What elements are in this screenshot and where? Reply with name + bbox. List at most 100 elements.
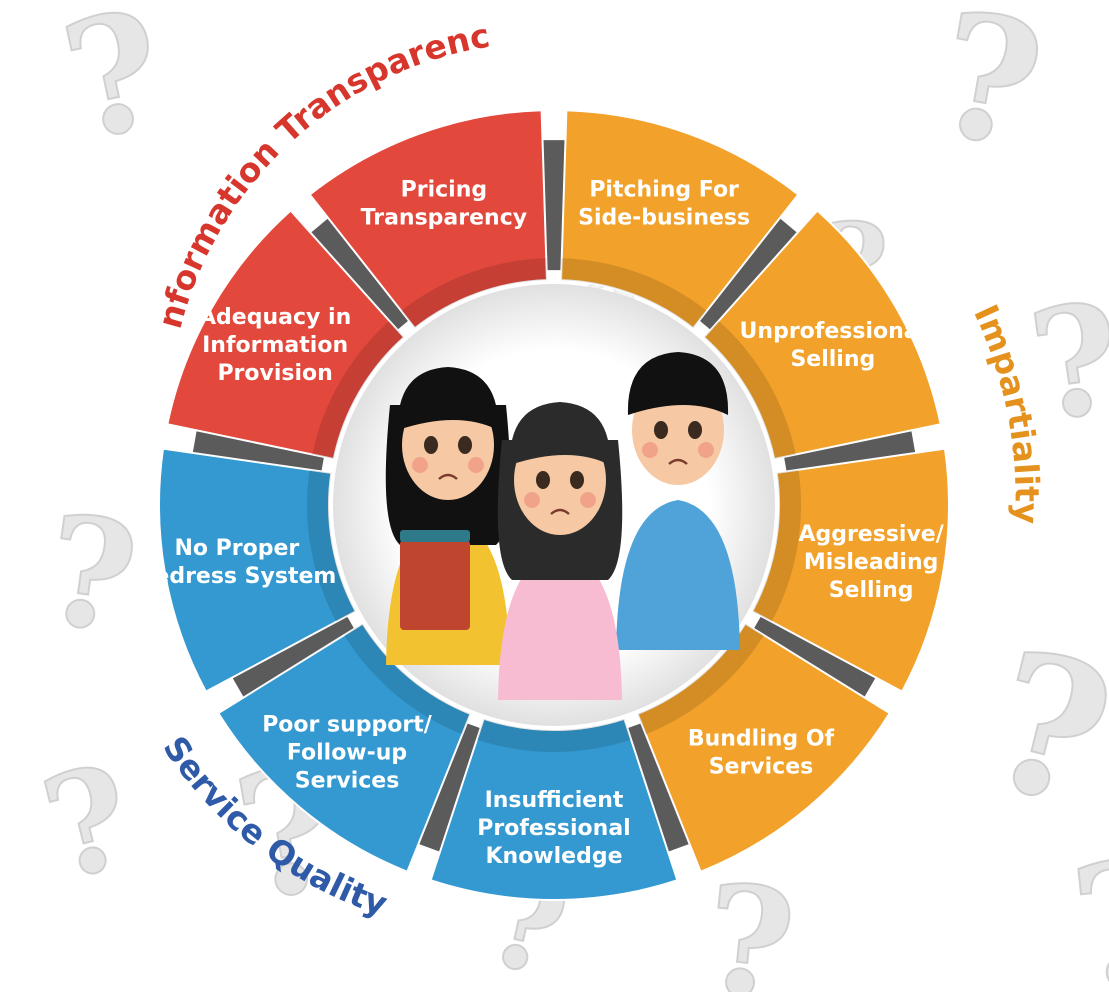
child-hair xyxy=(627,352,729,415)
segment-inner-rim xyxy=(344,623,471,735)
child-boy xyxy=(616,352,740,650)
child-cheek xyxy=(412,457,428,473)
child-cheek xyxy=(580,492,596,508)
child-cheek xyxy=(642,442,658,458)
child-frown xyxy=(550,508,570,515)
wheel-spoke xyxy=(232,616,355,698)
wheel-spoke xyxy=(627,723,690,852)
segment-label-line: Side-business xyxy=(578,205,750,230)
child-eye xyxy=(424,436,438,454)
segment-inner-rim xyxy=(703,320,796,459)
wheel-spoke xyxy=(542,140,566,271)
segment-label-line: Pitching For xyxy=(589,177,739,202)
segment-label-line: Aggressive/ xyxy=(798,522,944,547)
child-hair xyxy=(397,367,499,430)
child-eye xyxy=(458,436,472,454)
books-illustration xyxy=(400,540,470,630)
child-hair xyxy=(509,402,611,465)
child-frown xyxy=(668,458,688,465)
segment-label-line: Pricing xyxy=(401,177,488,202)
question-mark-icon: ? xyxy=(923,0,1056,188)
wheel-spoke xyxy=(699,218,798,330)
segment-wedge xyxy=(560,109,800,330)
segment-label: Bundling Of Services xyxy=(688,727,835,780)
segment-label-line: Knowledge xyxy=(485,844,622,869)
segment-label-line: Bundling Of xyxy=(688,727,835,752)
child-eye xyxy=(570,471,584,489)
segment-label-line: Follow-up xyxy=(287,741,407,766)
segment-label-line: Misleading xyxy=(804,550,939,575)
segment-label-line: Information xyxy=(202,333,348,358)
wheel-spoke xyxy=(418,723,481,852)
segment-label-line: Professional xyxy=(477,816,630,841)
segment-inner-rim xyxy=(312,320,405,459)
segment-wedge xyxy=(429,717,679,901)
segment-wedge xyxy=(750,447,950,694)
child-eye xyxy=(688,421,702,439)
segment-inner-rim xyxy=(307,469,356,622)
wheel-spoke xyxy=(192,430,324,472)
segment-label-line: Poor support/ xyxy=(262,713,433,738)
question-mark-icon: ? xyxy=(1063,821,1109,992)
segment-label-line: Insufficient xyxy=(485,788,624,813)
segment-label-line: Provision xyxy=(217,361,332,386)
wheel-spoke xyxy=(310,218,409,330)
child-eye xyxy=(654,421,668,439)
question-mark-icon: ? xyxy=(29,734,148,913)
question-mark-icon: ? xyxy=(696,851,802,992)
segment-label-line: Transparency xyxy=(361,205,527,230)
segment-wedge xyxy=(158,447,358,694)
segment-inner-rim xyxy=(637,623,764,735)
question-mark-icon: ? xyxy=(49,0,180,177)
books-spine xyxy=(400,530,470,542)
wheel-spokes xyxy=(192,140,916,852)
segment-wedge xyxy=(216,622,472,874)
segment-label-line: Adequacy in xyxy=(199,305,351,330)
segment-inner-rim xyxy=(401,258,547,329)
segment-wedge xyxy=(308,109,548,330)
segment-bundling-of-services: Bundling Of Services xyxy=(636,622,892,874)
child-cheek xyxy=(468,457,484,473)
segment-label-line: Selling xyxy=(790,347,875,372)
segment-label-line: Redress System xyxy=(137,564,336,589)
child-frown xyxy=(438,473,458,480)
segment-inner-rim xyxy=(752,469,802,622)
segment-label-line: Unprofessional xyxy=(740,319,927,344)
child-shirt xyxy=(616,500,740,650)
segment-wedge xyxy=(636,622,892,874)
segment-inner-rim xyxy=(476,718,632,752)
question-mark-icon: ? xyxy=(35,481,147,668)
child-cheek xyxy=(524,492,540,508)
child-girl-center xyxy=(497,402,623,700)
child-cheek xyxy=(698,442,714,458)
wheel-spoke xyxy=(784,430,916,472)
wheel-spoke xyxy=(753,616,876,698)
segment-wedge xyxy=(166,209,406,461)
segment-label-line: Selling xyxy=(829,578,914,603)
segment-label-line: No Proper xyxy=(174,536,299,561)
center-illustration xyxy=(333,284,775,726)
segment-label-line: Services xyxy=(295,769,400,794)
question-mark-icon: ? xyxy=(969,607,1109,850)
child-eye xyxy=(536,471,550,489)
segment-label-line: Services xyxy=(709,755,814,780)
segment-inner-rim xyxy=(561,258,707,329)
